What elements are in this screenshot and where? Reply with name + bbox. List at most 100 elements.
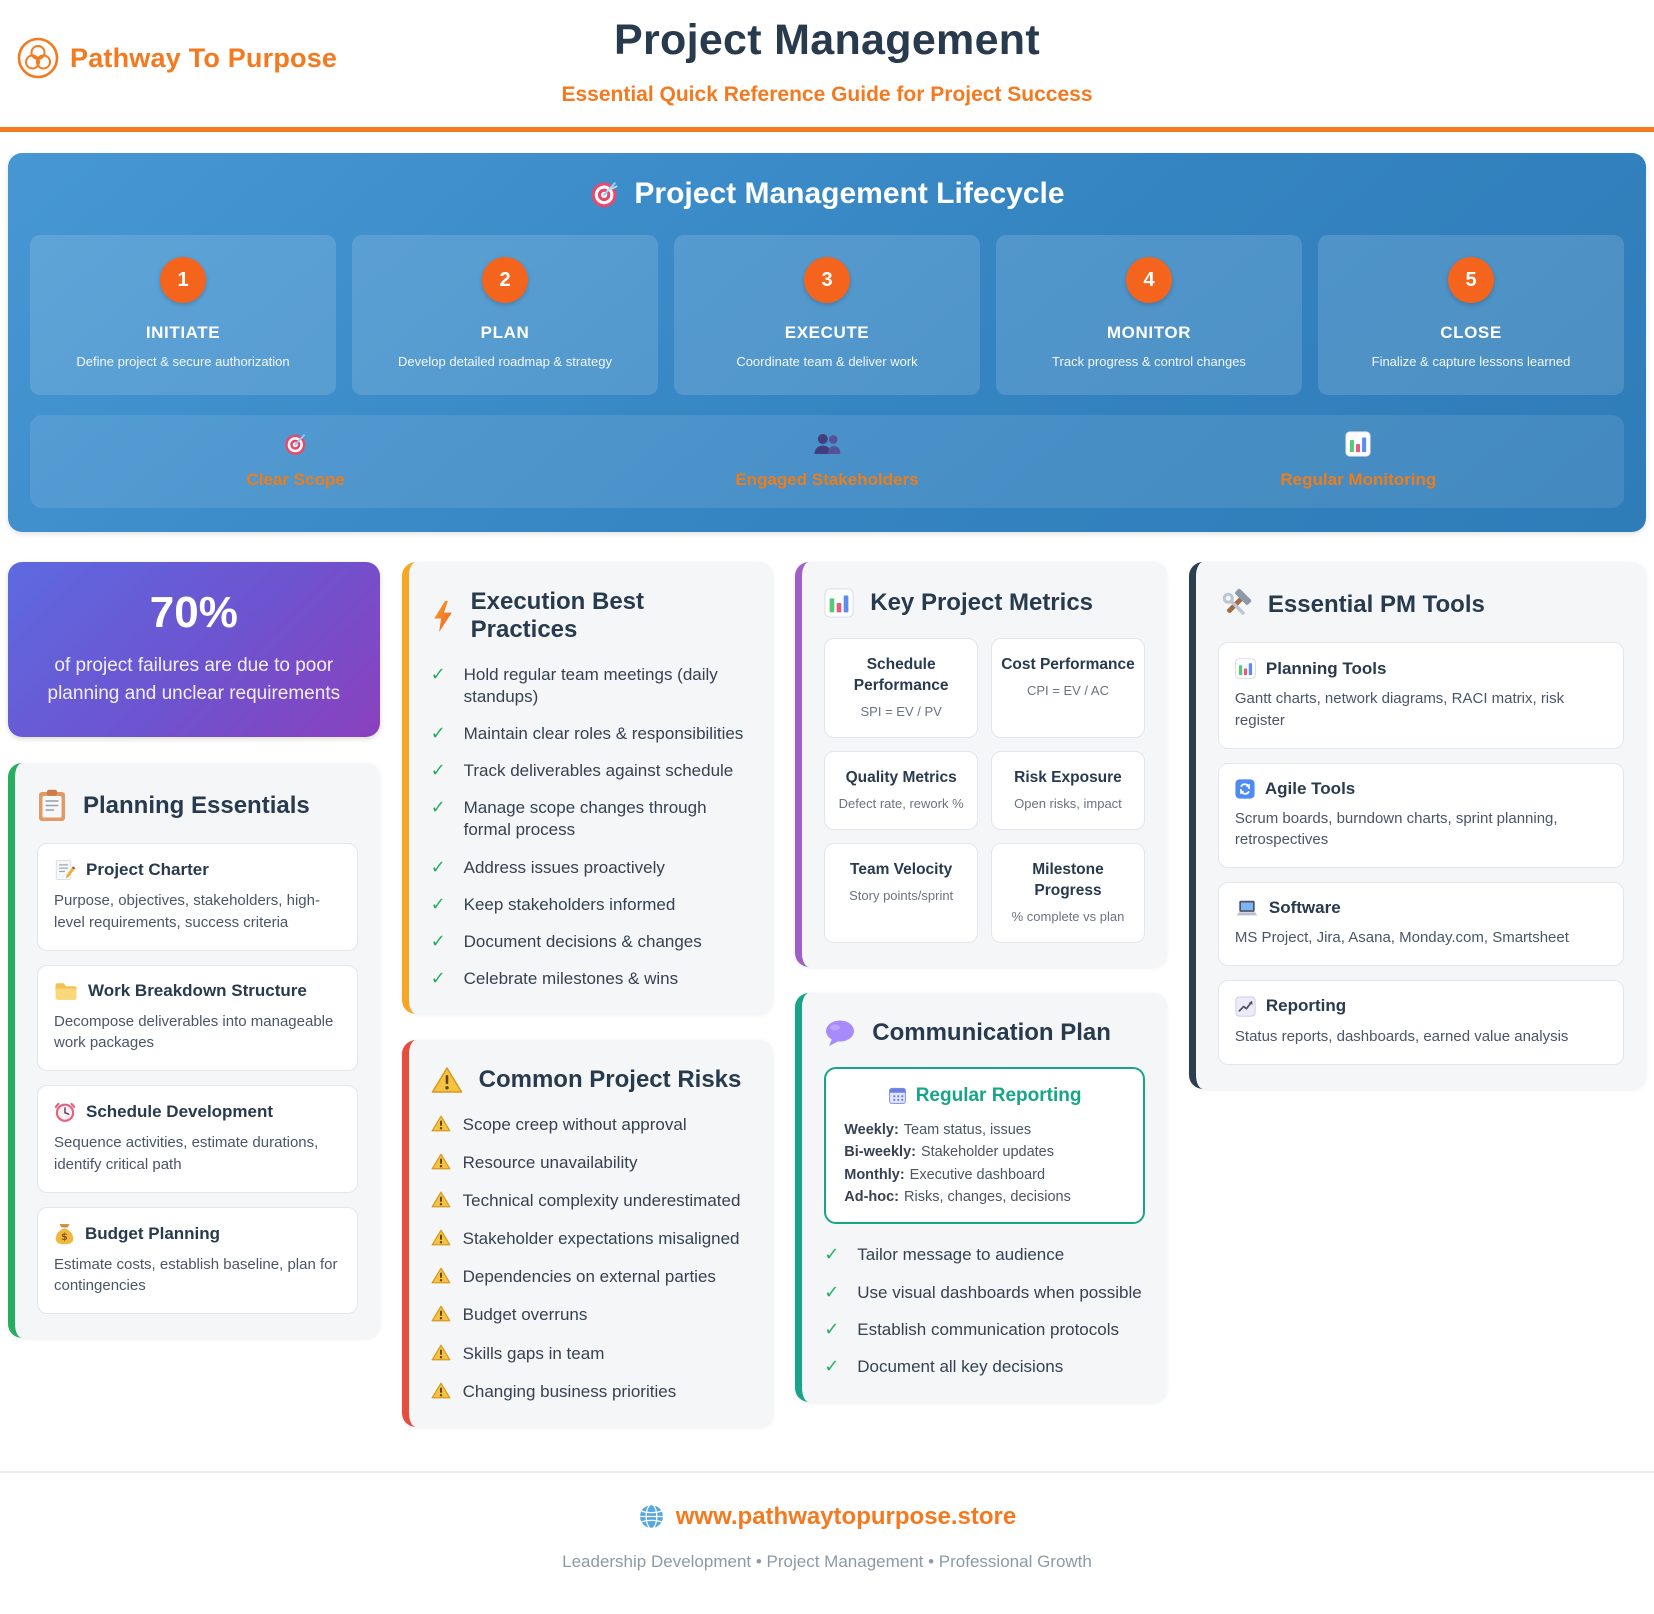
risks-panel: Common Project Risks Scope creep without…	[401, 1039, 774, 1427]
warning-icon	[431, 1115, 451, 1132]
success-keys-row: Clear Scope Engaged Stakeholders	[30, 415, 1624, 508]
header: Pathway To Purpose Project Management Es…	[0, 0, 1654, 132]
website-link[interactable]: www.pathwaytopurpose.store	[638, 1502, 1017, 1531]
check-icon	[824, 1244, 842, 1266]
list-item: Dependencies on external parties	[431, 1266, 752, 1288]
page-title: Project Management	[614, 16, 1040, 64]
check-icon	[824, 1319, 842, 1341]
hammer-wrench-icon	[1218, 588, 1252, 622]
warning-icon	[431, 1344, 451, 1361]
check-icon	[431, 894, 449, 916]
warning-icon	[431, 1191, 451, 1208]
list-item: Document all key decisions	[824, 1356, 1145, 1378]
lifecycle-stages: 1 INITIATE Define project & secure autho…	[30, 235, 1624, 395]
communication-title: Communication Plan	[872, 1018, 1111, 1046]
planning-essentials-panel: Planning Essentials	[8, 763, 380, 1339]
check-icon	[824, 1356, 842, 1378]
check-icon	[431, 760, 449, 782]
stat-value: 70%	[149, 588, 238, 637]
list-item: Keep stakeholders informed	[431, 894, 752, 916]
stage-number-badge: 5	[1448, 257, 1494, 303]
folder-icon	[54, 981, 78, 1002]
check-icon	[431, 723, 449, 745]
stat-text: of project failures are due to poor plan…	[47, 655, 341, 704]
lifecycle-title: Project Management Lifecycle	[634, 177, 1065, 210]
pathway-logo-icon	[16, 36, 60, 80]
column-execution-risks: Execution Best Practices Hold regular te…	[401, 562, 774, 1427]
planning-item-budget: $ Budget Planning Estimate costs, establ…	[37, 1206, 358, 1315]
stage-number-badge: 3	[804, 257, 850, 303]
stat-card: 70% of project failures are due to poor …	[8, 562, 380, 738]
list-item: Resource unavailability	[431, 1152, 752, 1174]
key-engaged-stakeholders: Engaged Stakeholders	[561, 431, 1092, 490]
planning-title: Planning Essentials	[83, 792, 310, 820]
tool-software: Software MS Project, Jira, Asana, Monday…	[1217, 882, 1624, 966]
stage-close: 5 CLOSE Finalize & capture lessons learn…	[1318, 235, 1624, 395]
bar-chart-icon	[1345, 431, 1371, 457]
list-item: Maintain clear roles & responsibilities	[431, 723, 752, 745]
check-icon	[431, 664, 449, 686]
list-item: Tailor message to audience	[824, 1244, 1145, 1266]
list-item: Address issues proactively	[431, 857, 752, 879]
reporting-row-biweekly: Bi-weekly:Stakeholder updates	[844, 1144, 1054, 1161]
planning-item-schedule: Schedule Development Sequence activities…	[37, 1085, 358, 1193]
metric-cost-performance: Cost Performance CPI = EV / AC	[991, 638, 1145, 738]
check-icon	[431, 797, 449, 819]
metric-milestone-progress: Milestone Progress % complete vs plan	[991, 842, 1145, 943]
main-content: 70% of project failures are due to poor …	[8, 562, 1646, 1427]
brand-name: Pathway To Purpose	[70, 42, 338, 73]
tools-title: Essential PM Tools	[1267, 591, 1485, 618]
key-clear-scope: Clear Scope	[30, 431, 561, 490]
metric-risk-exposure: Risk Exposure Open risks, impact	[991, 750, 1145, 830]
communication-panel: Communication Plan	[795, 992, 1167, 1402]
header-divider	[0, 127, 1654, 132]
refresh-icon	[1235, 778, 1255, 799]
check-icon	[431, 857, 449, 879]
key-regular-monitoring: Regular Monitoring	[1093, 431, 1624, 490]
metric-quality: Quality Metrics Defect rate, rework %	[824, 750, 979, 830]
list-item: Stakeholder expectations misaligned	[431, 1228, 752, 1250]
stage-number-badge: 4	[1126, 257, 1172, 303]
check-icon	[431, 968, 449, 990]
lifecycle-banner: Project Management Lifecycle 1 INITIATE …	[8, 153, 1646, 532]
regular-reporting-title: Regular Reporting	[915, 1084, 1082, 1106]
warning-icon	[431, 1229, 451, 1246]
lightning-icon	[431, 600, 455, 633]
list-item: Changing business priorities	[431, 1381, 752, 1403]
reporting-row-weekly: Weekly:Team status, issues	[844, 1121, 1032, 1138]
metrics-grid: Schedule Performance SPI = EV / PV Cost …	[824, 638, 1145, 943]
tool-agile-tools: Agile Tools Scrum boards, burndown chart…	[1217, 762, 1624, 868]
metric-team-velocity: Team Velocity Story points/sprint	[824, 842, 979, 943]
target-icon	[589, 178, 621, 210]
globe-icon	[638, 1503, 665, 1530]
footer: www.pathwaytopurpose.store Leadership De…	[0, 1470, 1654, 1614]
reporting-row-adhoc: Ad-hoc:Risks, changes, decisions	[844, 1189, 1071, 1206]
communication-list: Tailor message to audience Use visual da…	[824, 1244, 1145, 1377]
list-item: Budget overruns	[431, 1304, 752, 1326]
people-icon	[812, 431, 842, 457]
stage-plan: 2 PLAN Develop detailed roadmap & strate…	[352, 235, 658, 395]
list-item: Establish communication protocols	[824, 1319, 1145, 1341]
stage-monitor: 4 MONITOR Track progress & control chang…	[996, 235, 1302, 395]
execution-panel: Execution Best Practices Hold regular te…	[401, 562, 774, 1014]
stage-initiate: 1 INITIATE Define project & secure autho…	[30, 235, 336, 395]
stage-execute: 3 EXECUTE Coordinate team & deliver work	[674, 235, 980, 395]
regular-reporting-box: Regular Reporting Weekly:Team status, is…	[824, 1066, 1145, 1225]
clipboard-icon	[37, 789, 67, 823]
tool-reporting: Reporting Status reports, dashboards, ea…	[1217, 979, 1624, 1065]
list-item: Hold regular team meetings (daily standu…	[431, 664, 752, 708]
execution-list: Hold regular team meetings (daily standu…	[431, 664, 752, 990]
page-subtitle: Essential Quick Reference Guide for Proj…	[561, 83, 1093, 106]
speech-bubble-icon	[824, 1019, 856, 1047]
warning-icon	[431, 1153, 451, 1170]
tool-planning-tools: Planning Tools Gantt charts, network dia…	[1217, 642, 1624, 749]
warning-icon	[431, 1267, 451, 1284]
svg-text:$: $	[61, 1232, 68, 1243]
reporting-row-monthly: Monthly:Executive dashboard	[844, 1166, 1046, 1183]
list-item: Skills gaps in team	[431, 1343, 752, 1365]
metrics-panel: Key Project Metrics Schedule Performance…	[795, 562, 1167, 967]
website-url: www.pathwaytopurpose.store	[675, 1502, 1017, 1530]
warning-icon	[431, 1305, 451, 1322]
list-item: Use visual dashboards when possible	[824, 1282, 1145, 1304]
chart-up-icon	[1235, 996, 1256, 1017]
